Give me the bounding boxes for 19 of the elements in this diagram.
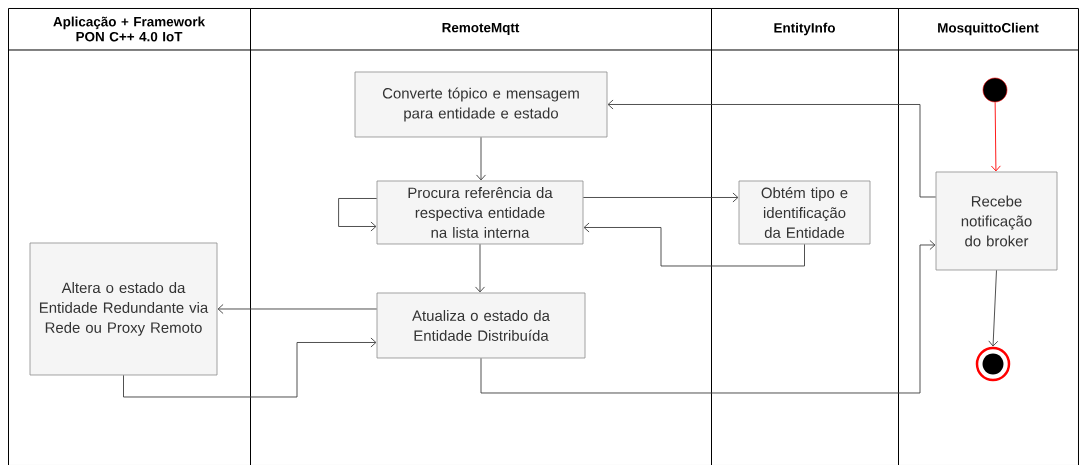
arrow <box>476 136 486 181</box>
activity-box: Recebe notificação do broker <box>935 171 1058 271</box>
arrow <box>338 198 378 232</box>
arrow <box>475 243 485 293</box>
arrow <box>480 240 936 394</box>
activity-box: Obtém tipo e identificação da Entidade <box>738 180 871 245</box>
activity-box: Converte tópico e mensagem para entidade e estado <box>354 71 608 138</box>
start-node <box>982 77 1008 103</box>
end-node <box>975 346 1011 382</box>
arrow <box>582 192 739 203</box>
arrow <box>583 222 805 267</box>
activity-box: Altera o estado da Entidade Redundante via Rede ou Proxy Remoto <box>29 242 218 376</box>
activity-box: Atualiza o estado da Entidade Distribuída <box>376 292 586 359</box>
arrow <box>217 304 378 314</box>
activity-box: Procura referência da respectiva entidade na lista interna <box>376 180 584 245</box>
arrow <box>123 337 377 398</box>
arrow <box>607 99 937 198</box>
arrow <box>988 269 999 347</box>
arrow <box>990 101 1001 172</box>
